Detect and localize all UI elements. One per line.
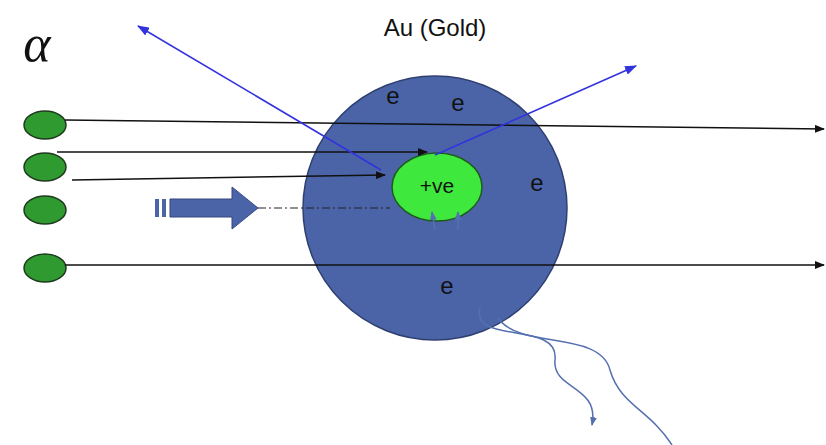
alpha-particle bbox=[24, 153, 66, 181]
dash-dot-line bbox=[258, 207, 390, 208]
electron-label: e bbox=[451, 91, 464, 115]
trajectory-line bbox=[72, 175, 385, 180]
alpha-particle bbox=[24, 111, 66, 139]
alpha-particle bbox=[24, 196, 66, 224]
trajectory-line bbox=[65, 264, 824, 266]
alpha-symbol: α bbox=[23, 18, 50, 70]
electron-label: e bbox=[440, 274, 453, 298]
small-arrow bbox=[432, 212, 435, 230]
nucleus-charge: +ve bbox=[420, 175, 454, 196]
atom-heading: Au (Gold) bbox=[384, 16, 487, 40]
trajectory-line bbox=[57, 151, 427, 153]
trajectory-line bbox=[65, 120, 824, 129]
nucleus: +ve bbox=[391, 152, 483, 222]
beam-arrow bbox=[155, 187, 258, 229]
electron-label: e bbox=[386, 84, 399, 108]
small-arrow bbox=[457, 212, 459, 230]
deflected-path bbox=[435, 66, 636, 155]
wavy-path bbox=[498, 318, 672, 445]
electron-label: e bbox=[530, 171, 543, 195]
wavy-path bbox=[479, 308, 593, 425]
alpha-particle bbox=[24, 254, 66, 282]
deflected-path bbox=[138, 26, 381, 170]
